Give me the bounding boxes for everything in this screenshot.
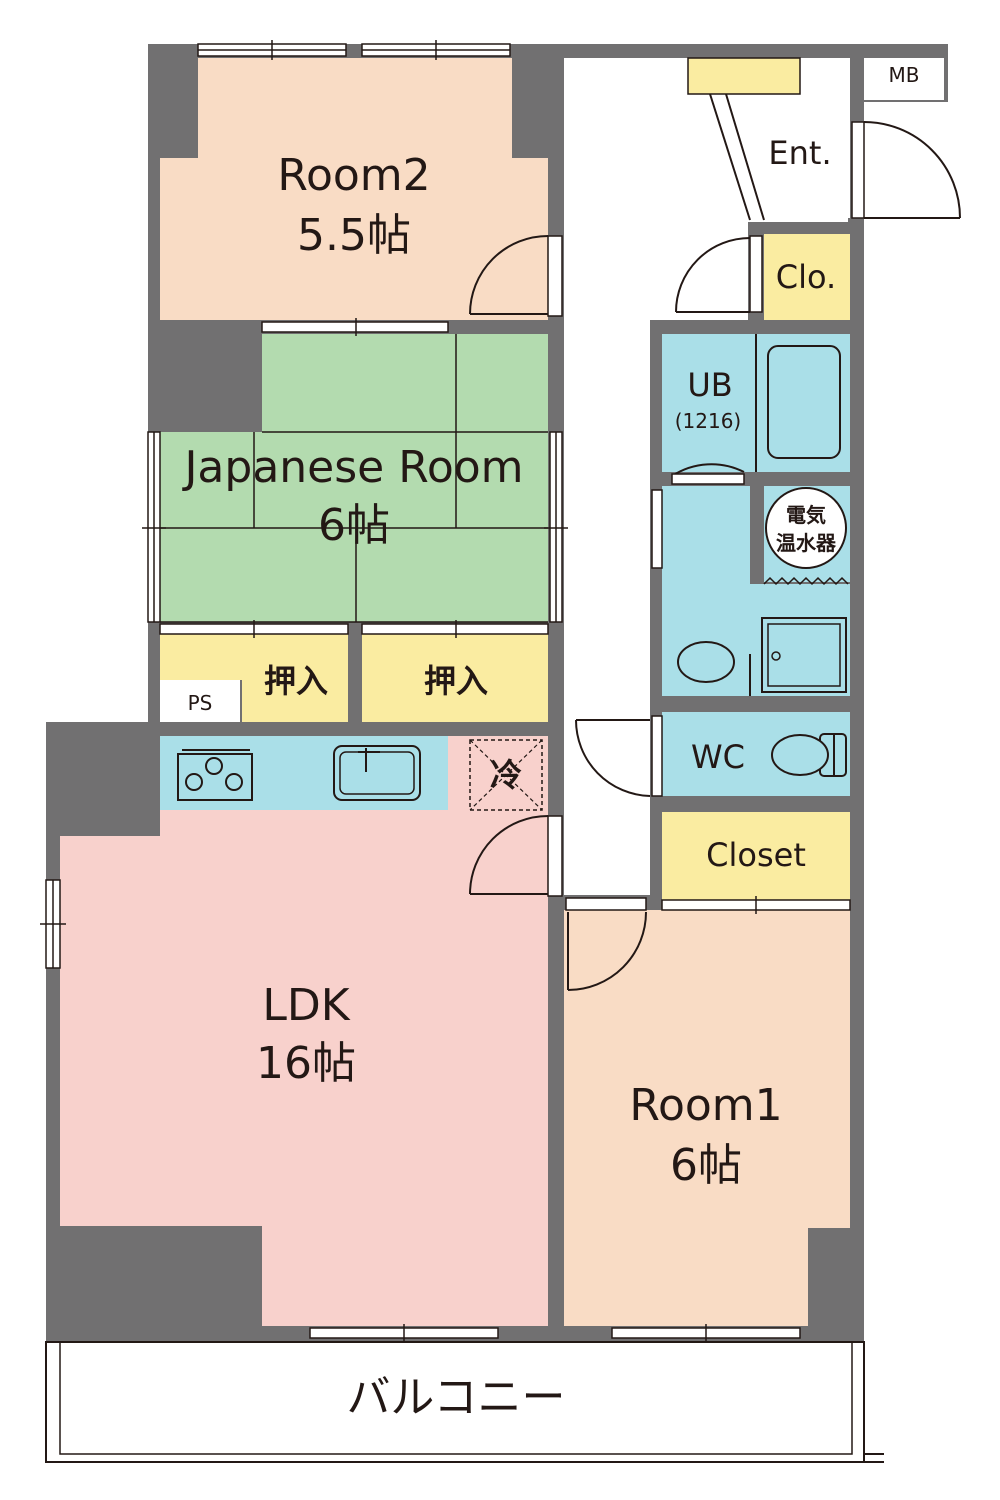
room2-name: Room2 [277, 150, 430, 201]
ub-label: UB [687, 366, 732, 404]
water-heater-label-2: 温水器 [776, 531, 837, 555]
room1-name: Room1 [629, 1080, 782, 1131]
ps-area [160, 680, 240, 722]
ldk-name: LDK [262, 980, 350, 1031]
washing-machine-icon [761, 617, 847, 693]
room1-size: 6帖 [670, 1140, 742, 1191]
clo-area [764, 234, 850, 320]
ps-label: PS [188, 691, 213, 715]
fridge-space-icon [469, 739, 543, 811]
japanese-room-size: 6帖 [318, 500, 390, 551]
mb-area [864, 58, 944, 100]
oshiire-2-area [362, 634, 548, 722]
mb-label: MB [889, 63, 920, 87]
kitchen-sink-icon [333, 745, 421, 801]
room1-area [564, 910, 850, 1326]
entrance-label: Ent. [768, 134, 831, 172]
windows [40, 40, 851, 1342]
ub-size-label: (1216) [675, 409, 742, 433]
entrance-step [687, 57, 801, 221]
corridor-area [564, 58, 850, 895]
oshiire-2-label: 押入 [424, 662, 488, 700]
toilet-icon [771, 733, 847, 777]
wc-label: WC [691, 738, 745, 776]
room2-size: 5.5帖 [297, 210, 411, 261]
fridge-label: 冷 [490, 756, 522, 794]
water-heater-icon [763, 487, 849, 586]
doors [469, 121, 961, 991]
balcony-label: バルコニー [346, 1372, 565, 1423]
ldk-size: 16帖 [256, 1038, 356, 1089]
ldk-area [60, 736, 548, 1326]
oshiire-1-area [160, 634, 348, 722]
closet-area [662, 812, 850, 900]
japanese-room-area [160, 334, 548, 622]
washbasin-icon [677, 641, 751, 696]
oshiire-1-label: 押入 [264, 662, 328, 700]
room2-area [160, 58, 548, 320]
clo-label: Clo. [776, 258, 836, 296]
japanese-room-name: Japanese Room [181, 442, 523, 493]
balcony [45, 1341, 884, 1463]
stove-icon [177, 749, 253, 801]
water-heater-label-1: 電気 [786, 503, 826, 527]
tatami-lines [160, 334, 548, 623]
bathtub-icon [755, 334, 841, 472]
closet-label: Closet [706, 836, 806, 874]
